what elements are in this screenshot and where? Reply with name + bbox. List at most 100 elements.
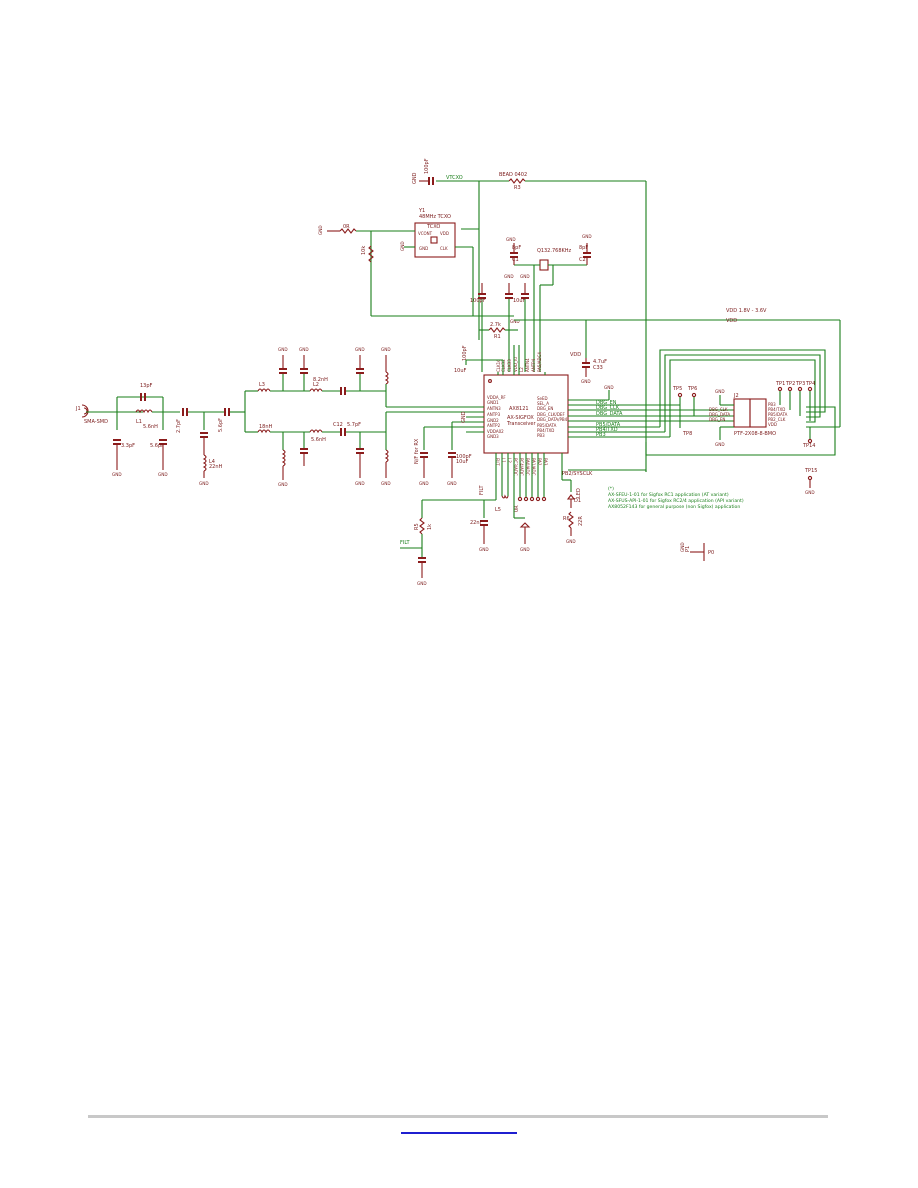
l3-value: 18nH — [259, 424, 273, 430]
ic-right-nets: DBG_EN DBG_CLK DBG_DATA PB5/DATA PB4/TXD… — [568, 385, 734, 438]
gnd-label-24: GND — [381, 481, 391, 486]
test-points-debug: TP5 TP6 TP8 — [672, 386, 697, 437]
j1-name: SMA-SMD — [84, 419, 108, 425]
rf-balun: L3 18nH GND GND 8.2nH L2 GND GND GND — [244, 347, 484, 487]
pin-bot-4: PC3/ADC — [513, 458, 518, 476]
tp4-label: TP4 — [805, 381, 815, 387]
header-right-2: PB4/TXD — [768, 407, 785, 412]
pin-bot-2: L1 — [501, 458, 506, 463]
gnd-label-21: GND — [381, 347, 391, 352]
c-100pf-ic: 100pF — [462, 345, 468, 361]
vtcxo-decoupling-cap: GND 100pF — [412, 158, 434, 185]
gnd-label-9: GND — [581, 379, 591, 384]
cap-8pf-2: 8pF — [579, 245, 588, 251]
pin-bot-9: PA3 — [543, 458, 548, 466]
l1-ref: L1 — [136, 419, 142, 425]
gnd-label-22: GND — [278, 482, 288, 487]
c-27pf-label: 2.7pF — [176, 419, 182, 433]
gnd-label-7: GND — [520, 274, 530, 279]
ic-top-stubs — [465, 345, 546, 375]
ic-subtitle-2: Transceiver — [506, 421, 536, 427]
pin-bot-3: L2 — [507, 458, 512, 463]
tcxo-trim-resistor: 0R GND 10k GND — [318, 224, 405, 263]
pin-left-5: GND2 — [487, 418, 499, 423]
pin-top-4: VDD_IO — [513, 357, 518, 372]
pin-top-7: ANTP4 — [531, 358, 536, 372]
tp1-label: TP1 — [775, 381, 785, 387]
pb2-label: PB2/SYSCLK — [562, 471, 593, 477]
variant-notes: (*) AX-SFEU-1-01 for Sigfox RC1 applicat… — [608, 486, 744, 510]
r3-label: R3 — [514, 185, 521, 191]
gnd-label-3: GND — [400, 241, 405, 251]
gnd-label-4: GND — [506, 237, 516, 242]
pin-left-7: VDDA02 — [487, 429, 504, 434]
pin-left-4: ANTP3 — [487, 412, 501, 417]
vtcxo-power-rail: VTCXO BEAD 0402 R3 — [436, 172, 647, 472]
crystal-ref: Q1 — [537, 248, 544, 254]
l1-value: 5.6nH — [143, 424, 158, 430]
ic-left-pins: VDDA_RF GND1 ANTN3 ANTP3 GND2 ANTP2 VDDA… — [487, 395, 506, 439]
gnd-label-11: GND — [715, 389, 725, 394]
l3-ref: L3 — [259, 382, 265, 388]
pin-left-6: ANTP2 — [487, 423, 501, 428]
res-10k-label: 10k — [361, 246, 367, 255]
tcxo-pin-gnd: GND — [419, 246, 428, 251]
c-33-label: C33 — [593, 365, 603, 371]
header-right-3: PB5/DATA — [768, 412, 788, 417]
note-1: AX-SFEU-1-01 for Sigfox RC1 application … — [608, 492, 729, 498]
gnd-label-23: GND — [355, 481, 365, 486]
c-10uf-ic: 10uF — [454, 368, 467, 374]
gnd-label-6: GND — [504, 274, 514, 279]
c-100pf-label: 100pF — [470, 298, 486, 304]
net-dbg-data: DBG_DATA — [596, 411, 623, 417]
tcxo-block: TCXO Y1 48MHz TCXO VCONT VDD GND CLK — [356, 208, 514, 317]
tcxo-pin-vdd: VDD — [440, 231, 449, 236]
l4-ref: L4 — [209, 459, 215, 465]
tcxo-pin-vcont: VCONT — [418, 231, 433, 236]
pin-bot-1: FILT — [495, 458, 500, 466]
crystal-32khz: Q1 32.768KHz C1 8pF GND C2 8pF GND — [506, 234, 592, 372]
pin-top-8: PA5/ADC4 — [537, 352, 542, 372]
net-pb3: PB3 — [596, 432, 606, 438]
pin-right-8: PB3 — [537, 433, 545, 438]
header-right-4: PB2_CLK — [768, 417, 786, 422]
pin-right-7: PB4/TXD — [537, 428, 554, 433]
tp15-label: TP15 — [804, 468, 817, 474]
pin-bot-7: PA1/ADC — [531, 458, 536, 476]
gnd-label-5: GND — [582, 234, 592, 239]
header-right-5: VDD — [768, 422, 777, 427]
rf-antenna-connector: SMA-SMD J1 — [75, 404, 143, 425]
res-0r-label: 0R — [343, 224, 350, 230]
pin-right-4: DBG_CLK/DEF — [537, 412, 565, 417]
gnd-label-26: GND — [447, 481, 457, 486]
tcxo-pin-clk: CLK — [440, 246, 448, 251]
tcxo-ref: Y1 — [418, 208, 425, 214]
pin-right-1: SeED — [537, 396, 548, 401]
filt-label: FILT — [479, 485, 485, 495]
gnd-label-1: GND — [412, 172, 418, 184]
p1-label: P1 — [685, 546, 691, 552]
pin-left-2: GND1 — [487, 400, 499, 405]
c-3pf-label: 3.3pF — [121, 443, 135, 449]
tcxo-name: TCXO — [426, 224, 440, 230]
r1-value: 2.7k — [490, 322, 501, 328]
pin-right-5: DBG_DATA/PB4 — [537, 417, 568, 422]
pin-left-1: VDDA_RF — [487, 395, 506, 400]
vdd-net: VDD — [726, 318, 737, 324]
net-pb4: PB4/TXD — [596, 427, 618, 433]
tp6-label: TP6 — [687, 386, 697, 392]
gnd-label-2: GND — [318, 225, 323, 235]
p0-label: P0 — [708, 550, 714, 556]
c-10uf-rf: 10uF — [456, 459, 469, 465]
cap-label: 100pF — [424, 158, 430, 174]
vdd-label: VDD — [570, 352, 581, 358]
header-ref: J2 — [733, 393, 739, 399]
vdd-range: VDD 1.8V - 3.6V — [726, 308, 767, 314]
l4-value: 22nH — [209, 464, 223, 470]
footer-link-underline[interactable] — [401, 1132, 517, 1134]
pin-right-2: SEL_A — [537, 401, 549, 406]
ic-right-pins: SeED SEL_A DBG_EN DBG_CLK/DEF DBG_DATA/P… — [537, 396, 568, 438]
j1-ref: J1 — [75, 406, 81, 412]
tp2-label: TP2 — [785, 381, 795, 387]
